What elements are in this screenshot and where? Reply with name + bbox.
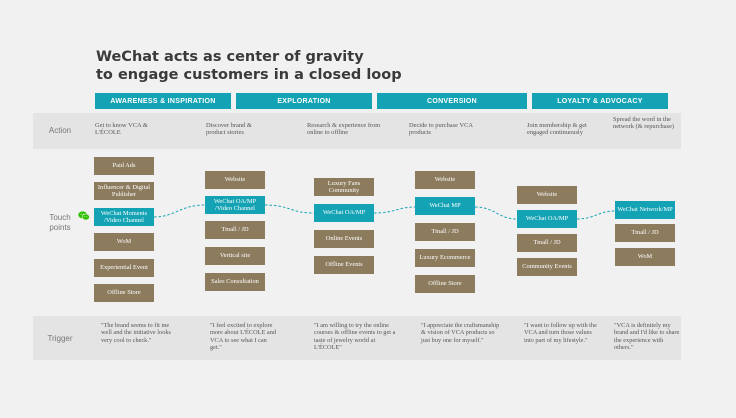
touchpoint-experiential-event: Experiential Event bbox=[94, 259, 154, 277]
touchpoint-tmall-jd: Tmall / JD bbox=[415, 223, 475, 241]
action-text-1: Get to know VCA & L'ÉCOLE bbox=[95, 122, 148, 137]
action-text-5: Join membership & get engaged continuous… bbox=[527, 122, 587, 137]
trigger-quote-2: "I feel excited to explore more about L'… bbox=[210, 322, 277, 352]
touchpoint-wechat-oa-mp: WeChat OA/MP bbox=[517, 210, 577, 228]
phase-exploration: EXPLORATION bbox=[236, 93, 372, 109]
trigger-quote-3: "I am willing to try the online courses … bbox=[314, 322, 396, 352]
phase-loyalty: LOYALTY & ADVOCACY bbox=[532, 93, 668, 109]
touchpoint-website: Website bbox=[517, 186, 577, 204]
phase-awareness: AWARENESS & INSPIRATION bbox=[95, 93, 231, 109]
trigger-quote-1: "The brand seems to fit me well and the … bbox=[101, 322, 171, 344]
touchpoint-website: Website bbox=[415, 171, 475, 189]
action-text-3: Research & experience from online to off… bbox=[307, 122, 381, 137]
touchpoint-tmall-jd: Tmall / JD bbox=[615, 224, 675, 242]
row-label-touch-points: Touch points bbox=[49, 213, 71, 232]
touchpoint-luxury-ecommerce: Luxury Ecommerce bbox=[415, 249, 475, 267]
row-label-trigger: Trigger bbox=[47, 334, 73, 343]
touchpoint-online-events: Online Events bbox=[314, 230, 374, 248]
touchpoint-offline-store: Offline Store bbox=[94, 284, 154, 302]
touchpoint-sales-consultation: Sales Consultation bbox=[205, 273, 265, 291]
action-text-4: Decide to purchase VCA products bbox=[409, 122, 473, 137]
trigger-quote-4: "I appreciate the craftsmanship & vision… bbox=[421, 322, 500, 344]
touchpoint-paid-ads: Paid Ads bbox=[94, 157, 154, 175]
touchpoint-offline-store: Offline Store bbox=[415, 275, 475, 293]
trigger-quote-6: "VCA is definitely my brand and I'd like… bbox=[614, 322, 680, 352]
touchpoint-wechat-oa-mp: WeChat OA/MP bbox=[314, 204, 374, 222]
wechat-icon bbox=[78, 208, 90, 226]
trigger-quote-5: "I want to follow up with the VCA and tu… bbox=[524, 322, 597, 344]
action-text-2: Discover brand & product stories bbox=[206, 122, 252, 137]
trigger-band bbox=[33, 316, 681, 360]
touchpoint-wom: WoM bbox=[615, 248, 675, 266]
touchpoint-luxury-fans-community: Luxury Fans Community bbox=[314, 178, 374, 196]
touchpoint-community-events: Community Events bbox=[517, 258, 577, 276]
touchpoint-wechat-oa-mp-video: WeChat OA/MP /Video Channel bbox=[205, 196, 265, 214]
touchpoint-wechat-network-mp: WeChat Network/MP bbox=[615, 201, 675, 219]
touchpoint-wechat-moments: WeChat Moments /Video Channel bbox=[94, 208, 154, 226]
touchpoint-vertical-site: Vertical site bbox=[205, 247, 265, 265]
phase-conversion: CONVERSION bbox=[377, 93, 527, 109]
touchpoint-wechat-mp: WeChat MP bbox=[415, 197, 475, 215]
title-line-2: to engage customers in a closed loop bbox=[96, 67, 402, 83]
touchpoint-wom: WoM bbox=[94, 233, 154, 251]
title-line-1: WeChat acts as center of gravity bbox=[96, 49, 364, 65]
action-band bbox=[33, 113, 681, 149]
touchpoint-influencer: Influencer & Digital Publisher bbox=[94, 182, 154, 200]
action-text-6: Spread the word in the network (& repurc… bbox=[613, 116, 675, 131]
touchpoint-tmall-jd: Tmall / JD bbox=[205, 221, 265, 239]
page-title: WeChat acts as center of gravity to enga… bbox=[96, 48, 402, 84]
touchpoint-offline-events: Offline Events bbox=[314, 256, 374, 274]
touchpoint-tmall-jd: Tmall / JD bbox=[517, 234, 577, 252]
touchpoint-website: Website bbox=[205, 171, 265, 189]
row-label-action: Action bbox=[48, 126, 72, 135]
